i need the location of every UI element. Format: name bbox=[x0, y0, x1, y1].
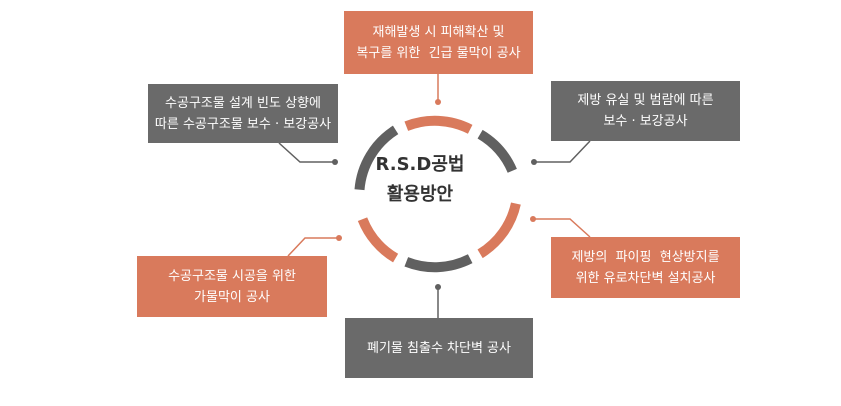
ring-segment-top-left bbox=[354, 125, 399, 191]
connector-dot-bottom-left bbox=[336, 235, 342, 241]
connector-bottom-left bbox=[287, 237, 337, 257]
box-bottom-left-line1: 수공구조물 시공을 위한 bbox=[168, 268, 296, 284]
center-title-line1: R.S.D공법 bbox=[375, 154, 465, 175]
center-title: R.S.D공법 활용방안 bbox=[340, 150, 500, 210]
box-bottom-right-line2: 위한 유로차단벽 설치공사 bbox=[575, 270, 716, 286]
ring-segment-top bbox=[404, 115, 473, 134]
box-top-left: 수공구조물 설계 빈도 상향에 따른 수공구조물 보수 · 보강공사 bbox=[148, 84, 338, 143]
connector-dot-bottom bbox=[435, 284, 441, 290]
box-top-line2: 복구를 위한 긴급 물막이 공사 bbox=[356, 45, 521, 61]
box-top: 재해발생 시 피해확산 및 복구를 위한 긴급 물막이 공사 bbox=[344, 11, 533, 74]
connector-bottom-right bbox=[535, 218, 591, 238]
ring-segment-bottom bbox=[404, 254, 473, 273]
box-top-right-line1: 제방 유실 및 범람에 따른 bbox=[577, 93, 714, 108]
connectors bbox=[278, 74, 591, 318]
connector-dot-top-left bbox=[332, 159, 338, 165]
box-bottom-right: 제방의 파이핑 현상방지를 위한 유로차단벽 설치공사 bbox=[551, 237, 740, 298]
center-title-line2: 활용방안 bbox=[386, 184, 454, 205]
ring-segment-top-right bbox=[477, 129, 517, 173]
ring-segment-bottom-right bbox=[477, 202, 521, 259]
box-bottom-line1: 폐기물 침출수 차단벽 공사 bbox=[367, 340, 511, 356]
connector-dot-top bbox=[435, 99, 441, 105]
box-top-line1: 재해발생 시 피해확산 및 bbox=[372, 24, 505, 40]
connector-top-right bbox=[536, 140, 591, 163]
connector-dot-bottom-right bbox=[530, 216, 536, 222]
connector-dot-top-right bbox=[531, 159, 537, 165]
box-top-left-line1: 수공구조물 설계 빈도 상향에 bbox=[165, 95, 321, 111]
connector-top-left bbox=[278, 142, 333, 163]
center-ring bbox=[354, 115, 521, 273]
box-bottom-left: 수공구조물 시공을 위한 가물막이 공사 bbox=[137, 256, 327, 317]
box-top-right-line2: 보수 · 보강공사 bbox=[603, 114, 688, 129]
box-bottom: 폐기물 침출수 차단벽 공사 bbox=[345, 318, 533, 378]
ring-segment-bottom-left bbox=[357, 217, 399, 263]
box-bottom-right-line1: 제방의 파이핑 현상방지를 bbox=[571, 249, 720, 265]
box-top-right: 제방 유실 및 범람에 따른 보수 · 보강공사 bbox=[551, 81, 740, 141]
box-bottom-left-line2: 가물막이 공사 bbox=[194, 289, 270, 305]
box-top-left-line2: 따른 수공구조물 보수 · 보강공사 bbox=[154, 116, 332, 132]
